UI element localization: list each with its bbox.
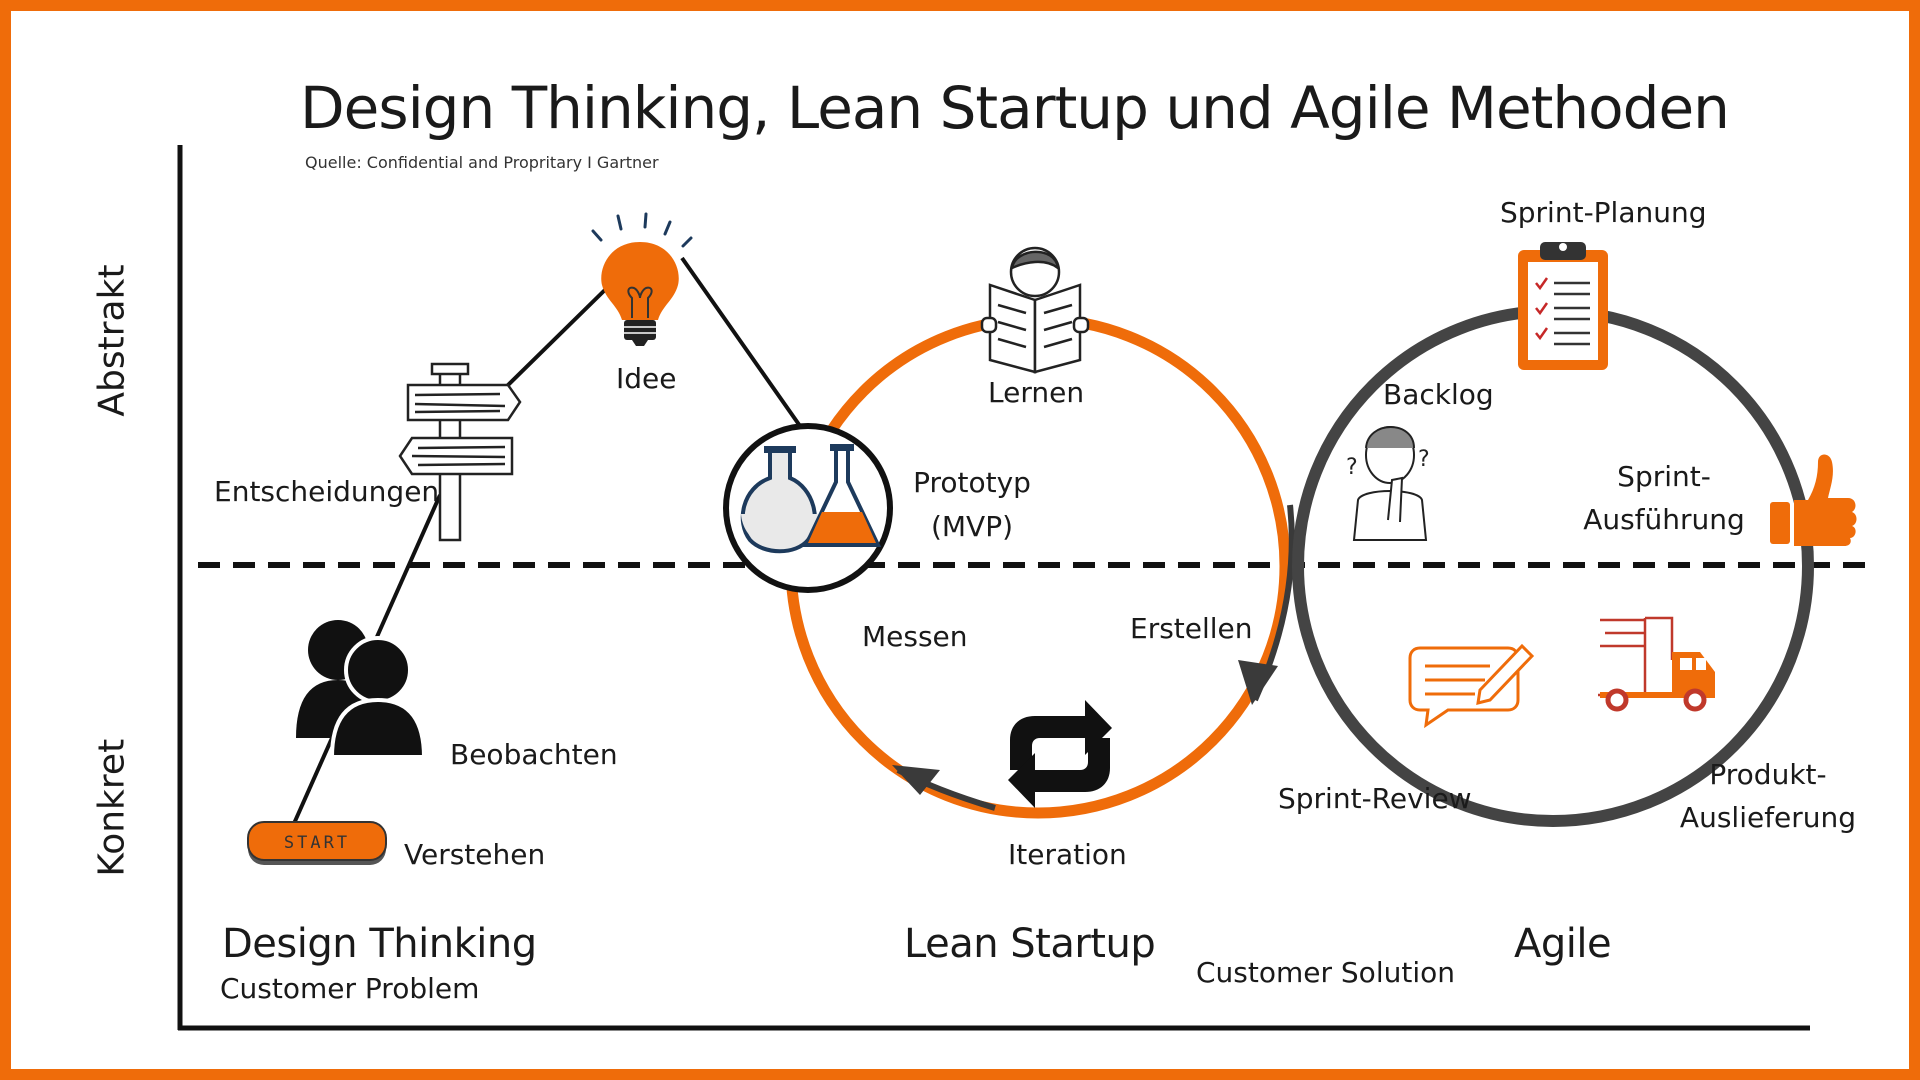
step-entscheidungen: Entscheidungen [214, 475, 440, 508]
label-sprint-planung: Sprint-Planung [1500, 196, 1707, 229]
people-icon [296, 620, 427, 759]
delivery-truck-icon [1598, 616, 1715, 712]
reading-person-icon [980, 246, 1090, 374]
subtitle-customer-problem: Customer Problem [220, 972, 480, 1005]
flask-icon [723, 423, 893, 593]
axis-label-abstrakt: Abstrakt [91, 264, 133, 417]
thinking-person-icon: ? ? [1346, 426, 1430, 541]
source-note: Quelle: Confidential and Propritary I Ga… [305, 153, 659, 172]
cycle-arrowhead-right [1238, 660, 1278, 705]
step-verstehen: Verstehen [404, 838, 546, 871]
chat-edit-icon [1408, 643, 1535, 729]
iteration-arrows-icon [1008, 700, 1112, 808]
label-erstellen: Erstellen [1130, 612, 1253, 645]
label-produkt-auslieferung-1: Produkt- [1709, 758, 1827, 791]
start-button-icon[interactable]: START [247, 821, 387, 865]
label-sprint-ausfuehrung-1: Sprint- [1617, 460, 1711, 493]
label-iteration: Iteration [1008, 838, 1127, 871]
label-backlog: Backlog [1383, 378, 1494, 411]
section-design-thinking: Design Thinking [222, 921, 537, 967]
label-messen: Messen [862, 620, 968, 653]
section-lean-startup: Lean Startup [904, 921, 1156, 967]
signpost-icon [398, 362, 522, 542]
label-produkt-auslieferung-2: Auslieferung [1679, 801, 1857, 834]
label-sprint-ausfuehrung-2: Ausführung [1583, 503, 1745, 536]
axis-label-konkret: Konkret [91, 738, 133, 877]
step-idee: Idee [616, 362, 677, 395]
lightbulb-icon [591, 212, 693, 346]
start-button-label: START [284, 833, 350, 853]
step-beobachten: Beobachten [450, 738, 618, 771]
section-agile: Agile [1514, 921, 1612, 967]
thumbs-up-icon [1770, 454, 1857, 546]
cycle-arrowhead-bottom [892, 765, 940, 795]
label-mvp: (MVP) [930, 510, 1014, 543]
page-title: Design Thinking, Lean Startup und Agile … [300, 74, 1730, 142]
label-sprint-review: Sprint-Review [1278, 782, 1472, 815]
label-lernen: Lernen [988, 376, 1085, 409]
subtitle-customer-solution: Customer Solution [1196, 956, 1455, 989]
svg-text:?: ? [1346, 455, 1358, 480]
label-prototyp: Prototyp [913, 466, 1031, 499]
clipboard-icon [1518, 242, 1608, 370]
svg-text:?: ? [1418, 447, 1430, 472]
